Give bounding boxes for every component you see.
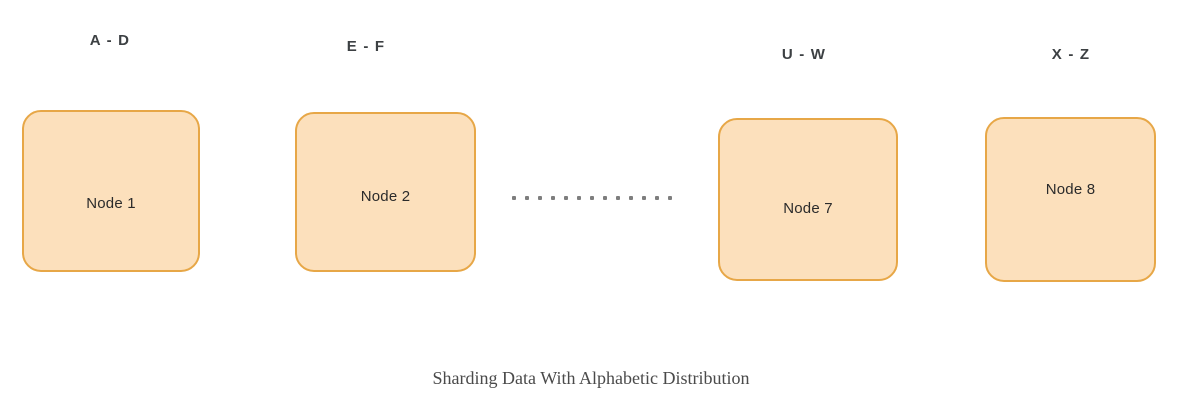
connector-dot (512, 196, 516, 200)
connector-dot (616, 196, 620, 200)
connector-gap (620, 198, 629, 199)
connector-dot (668, 196, 672, 200)
connector-dot (564, 196, 568, 200)
connector-gap (659, 198, 668, 199)
connector-gap (529, 198, 538, 199)
connector-gap (607, 198, 616, 199)
node-box-8[interactable]: Node 8 (985, 117, 1156, 282)
node-label-7: Node 7 (783, 200, 833, 217)
connector-gap (516, 198, 525, 199)
connector-dot (538, 196, 542, 200)
connector-dot (577, 196, 581, 200)
connector-dot (551, 196, 555, 200)
connector-dot (642, 196, 646, 200)
node-label-2: Node 2 (360, 188, 411, 205)
connector-gap (633, 198, 642, 199)
connector-gap (555, 198, 564, 199)
node-label-8: Node 8 (1045, 181, 1096, 198)
connector-dot (655, 196, 659, 200)
diagram-caption: Sharding Data With Alphabetic Distributi… (432, 368, 750, 388)
connector-gap (542, 198, 551, 199)
range-label-node-2: E - F (346, 38, 386, 55)
connector-gap (594, 198, 603, 199)
node-box-7[interactable]: Node 7 (718, 118, 898, 281)
node-box-2[interactable]: Node 2 (295, 112, 476, 272)
range-label-node-1: A - D (89, 32, 131, 49)
connector-gap (581, 198, 590, 199)
connector-gap (568, 198, 577, 199)
range-label-node-7: U - W (781, 46, 827, 63)
range-label-node-8: X - Z (1051, 46, 1091, 63)
ellipsis-connector-icon (512, 196, 672, 200)
node-label-1: Node 1 (86, 195, 136, 212)
connector-dot (603, 196, 607, 200)
node-box-1[interactable]: Node 1 (22, 110, 200, 272)
connector-gap (646, 198, 655, 199)
connector-dot (590, 196, 594, 200)
connector-dot (525, 196, 529, 200)
connector-dot (629, 196, 633, 200)
